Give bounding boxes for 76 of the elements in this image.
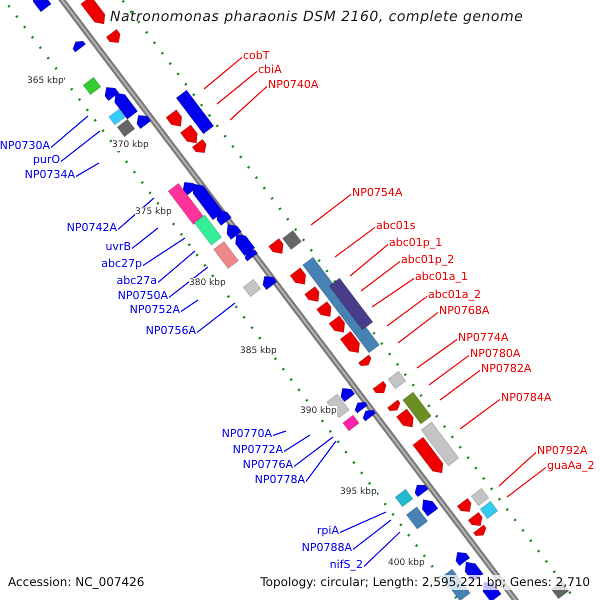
leader-line xyxy=(364,532,400,567)
gene-label: abc01a_2 xyxy=(428,288,482,301)
scale-label: 390 kbp xyxy=(300,406,337,417)
gene-label: nifS_2 xyxy=(330,558,363,571)
gene-label: NP0740A xyxy=(268,78,318,91)
scale-label: 395 kbp xyxy=(340,487,377,498)
gene-label: rpiA xyxy=(316,524,339,537)
leader-line xyxy=(352,520,392,550)
leader-line xyxy=(506,466,546,498)
leader-line xyxy=(216,70,258,104)
leader-line xyxy=(180,300,198,312)
leader-line xyxy=(386,296,428,326)
gene-label: abc27p xyxy=(101,257,142,270)
gene-label: abc01s xyxy=(376,219,416,232)
gene-label: cbiA xyxy=(258,63,282,76)
leader-line xyxy=(428,354,470,386)
gene-label: abc27a xyxy=(116,274,157,287)
gene-label: uvrB xyxy=(105,240,131,253)
gene-label: NP0750A xyxy=(118,289,168,302)
leader-line xyxy=(50,116,88,148)
leader-line xyxy=(284,434,310,452)
leader-line xyxy=(168,266,208,298)
gene-label: NP0792A xyxy=(537,444,588,457)
gene-label: abc01a_1 xyxy=(415,270,468,283)
leader-line xyxy=(398,312,438,344)
leader-line xyxy=(76,162,100,177)
title: Natronomonas pharaonis DSM 2160, complete genome xyxy=(110,9,524,25)
leader-line xyxy=(350,244,388,276)
gene-label: NP0776A xyxy=(242,458,293,471)
gene-label: guaAa_2 xyxy=(547,459,594,472)
leader-line xyxy=(310,194,352,226)
gene-label: NP0774A xyxy=(458,331,508,344)
gene-label: NP0784A xyxy=(501,391,552,404)
leader-line xyxy=(294,436,334,467)
leader-line xyxy=(230,86,268,120)
scale-label: 385 kbp xyxy=(240,346,277,357)
gene-label: NP0780A xyxy=(470,347,520,360)
scale-label: 365 kbp xyxy=(27,76,64,87)
gene-label: NP0768A xyxy=(439,304,490,317)
leader-line xyxy=(334,226,376,258)
scale-label: 380 kbp xyxy=(189,278,226,289)
leader-line xyxy=(196,302,236,333)
leader-line xyxy=(340,511,386,533)
leader-line xyxy=(460,398,500,430)
gene-label: NP0734A xyxy=(24,168,75,181)
leader-line xyxy=(272,430,286,436)
leader-line xyxy=(416,338,458,368)
footer-text: Accession: NC_007426 xyxy=(8,575,144,590)
leader-line xyxy=(132,228,158,249)
leader-line xyxy=(60,130,100,162)
leader-line xyxy=(142,238,186,266)
gene-label: NP0756A xyxy=(146,324,196,337)
gene-label: NP0788A xyxy=(302,541,352,554)
gene-label: NP0772A xyxy=(232,443,283,456)
leader-line xyxy=(158,250,196,283)
gene-label: abc01p_2 xyxy=(401,253,454,266)
gene-label: NP0754A xyxy=(352,186,402,199)
gene-label: cobT xyxy=(243,49,270,62)
leader-line xyxy=(372,278,414,308)
gene-label: abc01p_1 xyxy=(389,236,442,249)
leader-line xyxy=(360,260,400,292)
gene-label: NP0752A xyxy=(130,303,180,316)
gene-label: NP0782A xyxy=(481,362,532,375)
scale-label: 400 kbp xyxy=(388,558,425,569)
gene-label: NP0730A xyxy=(0,139,50,152)
leader-line xyxy=(440,370,480,400)
footer-text: Topology: circular; Length: 2,595,221 bp; Genes: 2,710 xyxy=(260,575,590,590)
leader-line xyxy=(306,440,336,482)
gene-label: purO xyxy=(32,153,60,166)
leader-line xyxy=(498,452,536,486)
gene-label: NP0742A xyxy=(66,221,117,234)
gene-label: NP0770A xyxy=(222,427,272,440)
scale-label: 375 kbp xyxy=(135,207,172,218)
leader-line xyxy=(204,56,242,90)
gene-label: NP0778A xyxy=(254,473,305,486)
scale-label: 370 kbp xyxy=(112,140,149,151)
